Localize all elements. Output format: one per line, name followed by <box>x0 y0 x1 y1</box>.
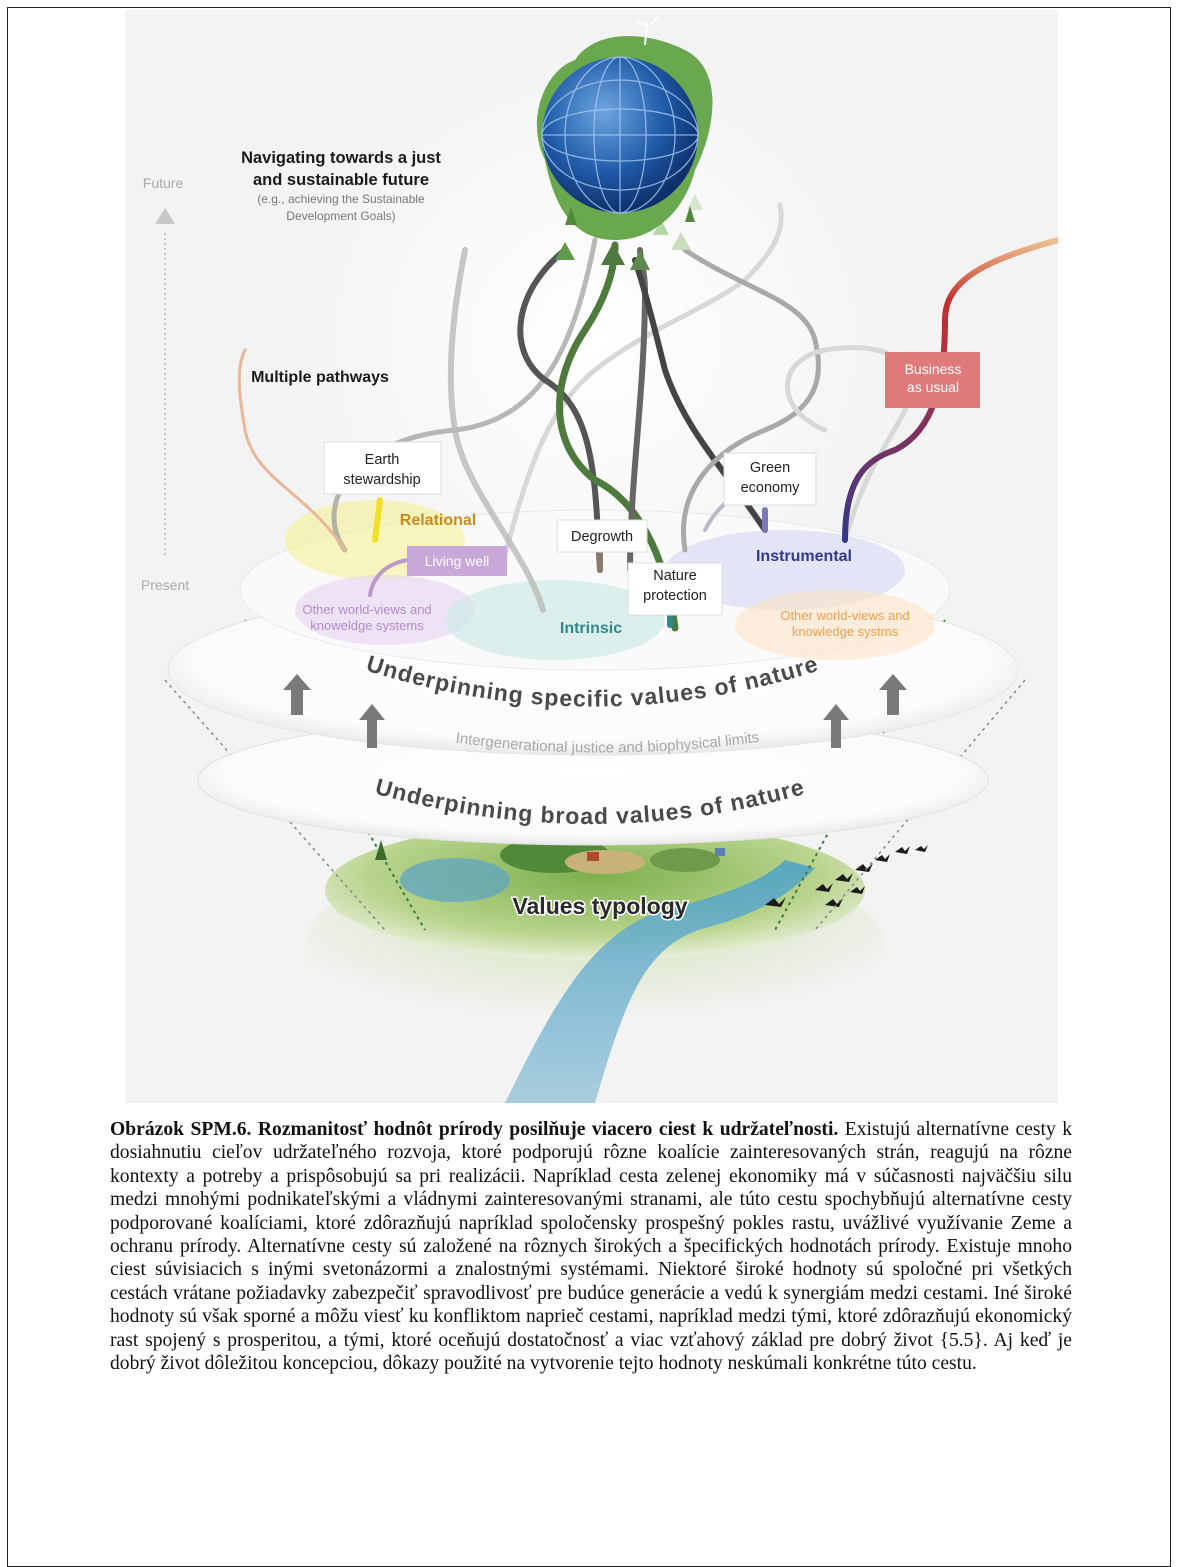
future-label: Future <box>143 175 184 191</box>
figure-subtitle-line-2: Development Goals) <box>286 209 395 223</box>
earth-stewardship-box <box>323 441 442 495</box>
business-as-usual-label-2: as usual <box>907 379 959 395</box>
globe-icon <box>536 16 713 240</box>
relational-label: Relational <box>400 512 476 529</box>
values-pathways-figure: Navigating towards a just and sustainabl… <box>125 10 1058 1103</box>
worldviews-left-line-2: knoweldge systems <box>310 618 424 633</box>
figure-caption: Obrázok SPM.6. Rozmanitosť hodnôt prírod… <box>110 1118 1072 1375</box>
earth-stewardship-label-1: Earth <box>365 452 400 468</box>
living-well-box <box>407 546 507 576</box>
values-typology-label: Values typology <box>512 893 687 919</box>
green-economy-box <box>723 452 817 506</box>
nature-protection-label-2: protection <box>643 588 707 604</box>
green-economy-label-2: economy <box>741 480 801 496</box>
nature-protection-box <box>627 562 723 616</box>
birds <box>765 845 928 907</box>
green-economy-label-1: Green <box>750 460 790 476</box>
earth-stewardship-label-2: stewardship <box>343 472 420 488</box>
worldviews-right-line-2: knowledge systms <box>792 624 899 639</box>
caption-body: Existujú alternatívne cesty k dosiahnuti… <box>110 1119 1072 1375</box>
landscape-features <box>375 816 773 902</box>
worldviews-right-line-1: Other world-views and <box>780 608 909 623</box>
river <box>505 860 815 1103</box>
degrowth-box <box>556 519 648 553</box>
up-arrows <box>283 674 907 748</box>
worldviews-left-line-1: Other world-views and <box>302 602 431 617</box>
figure-subtitle-line-1: (e.g., achieving the Sustainable <box>257 192 425 206</box>
figure-title-line-2: and sustainable future <box>253 171 429 189</box>
multiple-pathways-label: Multiple pathways <box>251 369 389 386</box>
caption-title: Obrázok SPM.6. Rozmanitosť hodnôt prírod… <box>110 1119 839 1140</box>
nature-protection-label-1: Nature <box>653 568 697 584</box>
time-axis-arrow-icon <box>155 208 175 224</box>
landscape-disc <box>325 820 865 960</box>
business-as-usual-box <box>885 352 980 408</box>
present-label: Present <box>141 577 189 593</box>
intrinsic-label: Intrinsic <box>560 620 622 637</box>
figure-title-line-1: Navigating towards a just <box>241 149 441 167</box>
instrumental-label: Instrumental <box>756 548 852 565</box>
living-well-label: Living well <box>425 553 490 569</box>
business-as-usual-label-1: Business <box>905 361 962 377</box>
degrowth-label: Degrowth <box>571 529 633 545</box>
pathway-arrowheads <box>555 194 703 270</box>
